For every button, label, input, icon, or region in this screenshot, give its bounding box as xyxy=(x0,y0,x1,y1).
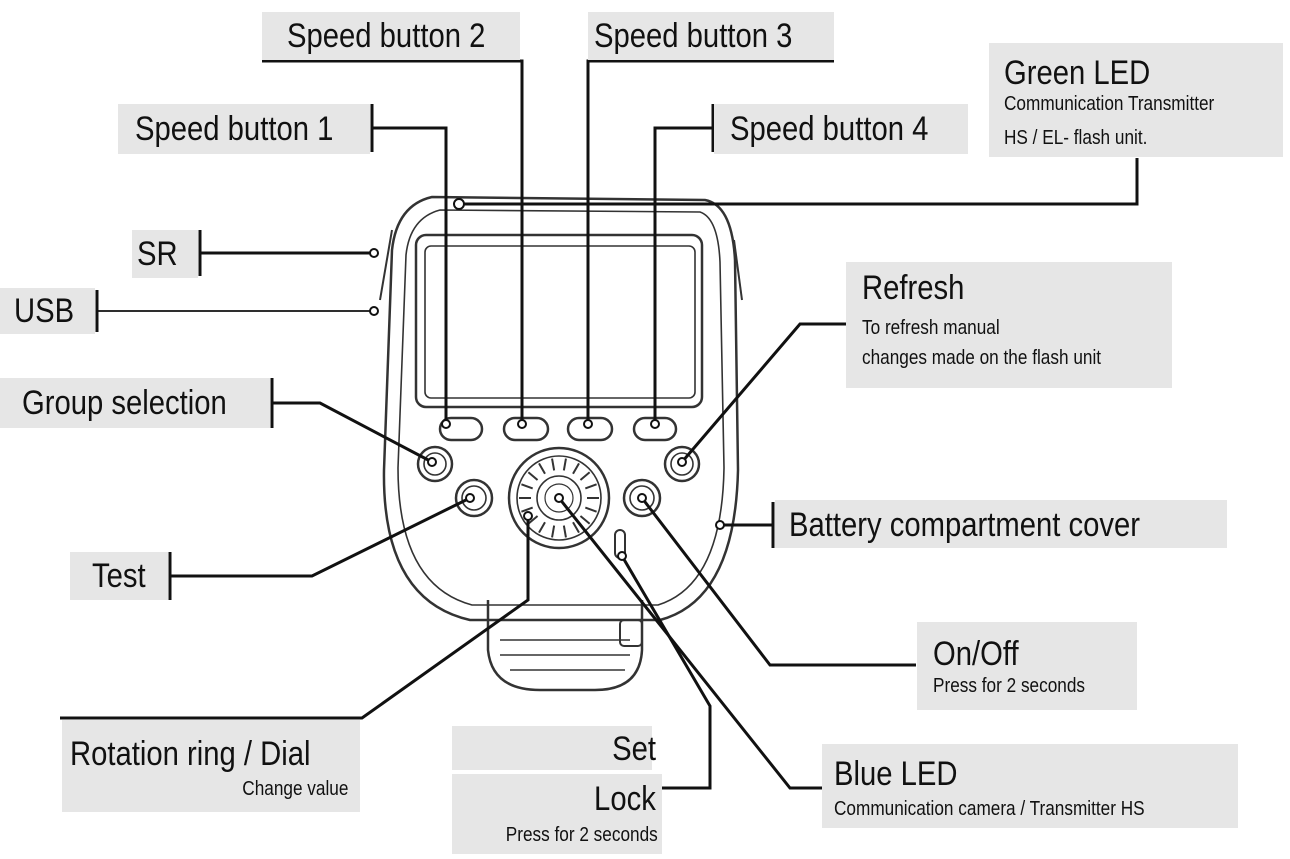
green-led-desc-2: HS / EL- flash unit. xyxy=(1004,127,1148,149)
refresh-box xyxy=(846,262,1172,388)
speed-button-1-label: Speed button 1 xyxy=(135,110,334,148)
speed-button-4-box xyxy=(714,104,968,154)
speed-button-3-box xyxy=(588,12,834,60)
green-led-title: Green LED xyxy=(1004,54,1151,92)
usb-label: USB xyxy=(14,292,75,330)
on-off-title: On/Off xyxy=(933,635,1019,673)
on-off-box xyxy=(917,622,1137,710)
dial-ridge xyxy=(572,462,580,475)
dial-ridge xyxy=(551,525,556,538)
usb-box xyxy=(0,288,95,334)
leader-lines xyxy=(60,59,1139,790)
dial-ridge xyxy=(572,521,580,534)
blue-led-box xyxy=(822,744,1238,828)
sr-box xyxy=(132,230,198,278)
rotation-ring-title: Rotation ring / Dial xyxy=(70,735,311,773)
speed-button-2-label: Speed button 2 xyxy=(287,17,486,55)
speed-button-2-box xyxy=(262,12,520,60)
rotation-ring-desc: Change value xyxy=(241,778,348,800)
group-selection-label: Group selection xyxy=(22,384,227,422)
battery-cover-box xyxy=(775,500,1227,548)
dial-ridge xyxy=(562,458,567,471)
battery-cover-label: Battery compartment cover xyxy=(789,506,1141,544)
dial-ridges xyxy=(519,458,599,538)
dial-ridge xyxy=(538,462,546,475)
group-selection-box xyxy=(0,378,270,428)
dial-ridge xyxy=(538,521,546,534)
speed-button-1-box xyxy=(118,104,370,154)
blue-led-title: Blue LED xyxy=(834,755,958,793)
lock-title: Lock xyxy=(594,780,656,818)
dial-ridge xyxy=(562,525,567,538)
green-led-box xyxy=(989,43,1283,157)
dial-ridge xyxy=(521,483,534,490)
refresh-desc-2: changes made on the flash unit xyxy=(862,347,1102,369)
on-off-desc: Press for 2 seconds xyxy=(933,675,1086,697)
green-led-desc-1: Communication Transmitter xyxy=(1004,93,1215,115)
speed-button-4-label: Speed button 4 xyxy=(730,110,929,148)
set-box xyxy=(452,726,652,770)
set-label: Set xyxy=(612,730,656,768)
refresh-title: Refresh xyxy=(862,269,965,307)
dial-ridge xyxy=(579,471,591,481)
dial-ridge xyxy=(584,483,597,490)
speed-button-3-label: Speed button 3 xyxy=(594,17,793,55)
rotation-ring-box xyxy=(62,720,360,812)
lock-desc: Press for 2 seconds xyxy=(505,824,658,846)
lock-box xyxy=(452,774,662,854)
blue-led-desc: Communication camera / Transmitter HS xyxy=(834,798,1145,820)
dial-ridge xyxy=(527,471,539,481)
dial-ridge xyxy=(521,506,534,513)
dial-ridge xyxy=(584,506,597,513)
dial-ridge xyxy=(527,515,539,525)
test-label: Test xyxy=(92,557,146,595)
transmitter-device xyxy=(379,195,743,692)
test-box xyxy=(70,552,168,600)
dial-ridge xyxy=(551,458,556,471)
sr-label: SR xyxy=(137,235,178,273)
dial-ridge xyxy=(579,515,591,525)
leader-endpoints xyxy=(369,198,725,561)
refresh-desc-1: To refresh manual xyxy=(862,317,1000,339)
